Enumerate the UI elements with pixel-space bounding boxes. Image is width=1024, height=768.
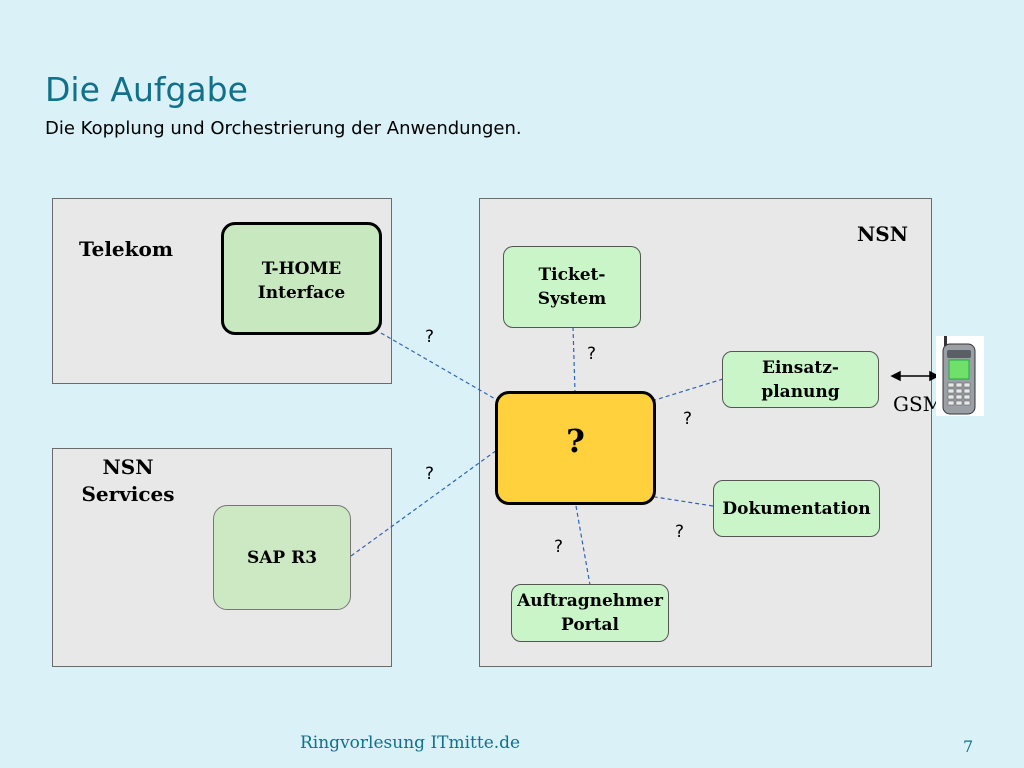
link-ticket-hub: [572, 326, 576, 393]
auftragnehmer-portal-node: Auftragnehmer Portal: [511, 584, 669, 642]
link-portal-hub: [575, 505, 591, 586]
link-doku-hub: [654, 496, 714, 507]
ticket-system-node: Ticket- System: [503, 246, 641, 328]
footer-text: Ringvorlesung ITmitte.de: [300, 733, 521, 753]
slide-subtitle: Die Kopplung und Orchestrierung der Anwe…: [45, 118, 522, 139]
einsatzplanung-node: Einsatz- planung: [722, 351, 879, 408]
nsn-label: NSN: [857, 222, 909, 246]
link-sap-hub: [350, 449, 498, 557]
slide-title: Die Aufgabe: [45, 70, 248, 109]
link-label-einsatz: ?: [683, 409, 693, 429]
mobile-phone-icon: [936, 336, 984, 416]
link-label-ticket: ?: [587, 344, 597, 364]
link-label-sap: ?: [425, 464, 435, 484]
gsm-arrow-head-right: [929, 370, 940, 382]
link-label-portal: ?: [554, 537, 564, 557]
nsn-services-label: NSN Services: [81, 455, 175, 506]
page-number: 7: [963, 737, 974, 756]
orchestration-hub-node: ?: [495, 391, 656, 505]
link-thome-hub: [380, 332, 498, 401]
thome-interface-node: T-HOME Interface: [221, 222, 382, 335]
link-label-thome: ?: [425, 327, 435, 347]
dokumentation-node: Dokumentation: [713, 480, 880, 537]
telekom-label: Telekom: [79, 237, 173, 261]
gsm-arrow-head-left: [890, 370, 901, 382]
link-einsatz-hub: [654, 378, 724, 401]
gsm-label: GSM: [893, 392, 944, 416]
link-label-doku: ?: [675, 522, 685, 542]
sap-r3-node: SAP R3: [213, 505, 351, 610]
